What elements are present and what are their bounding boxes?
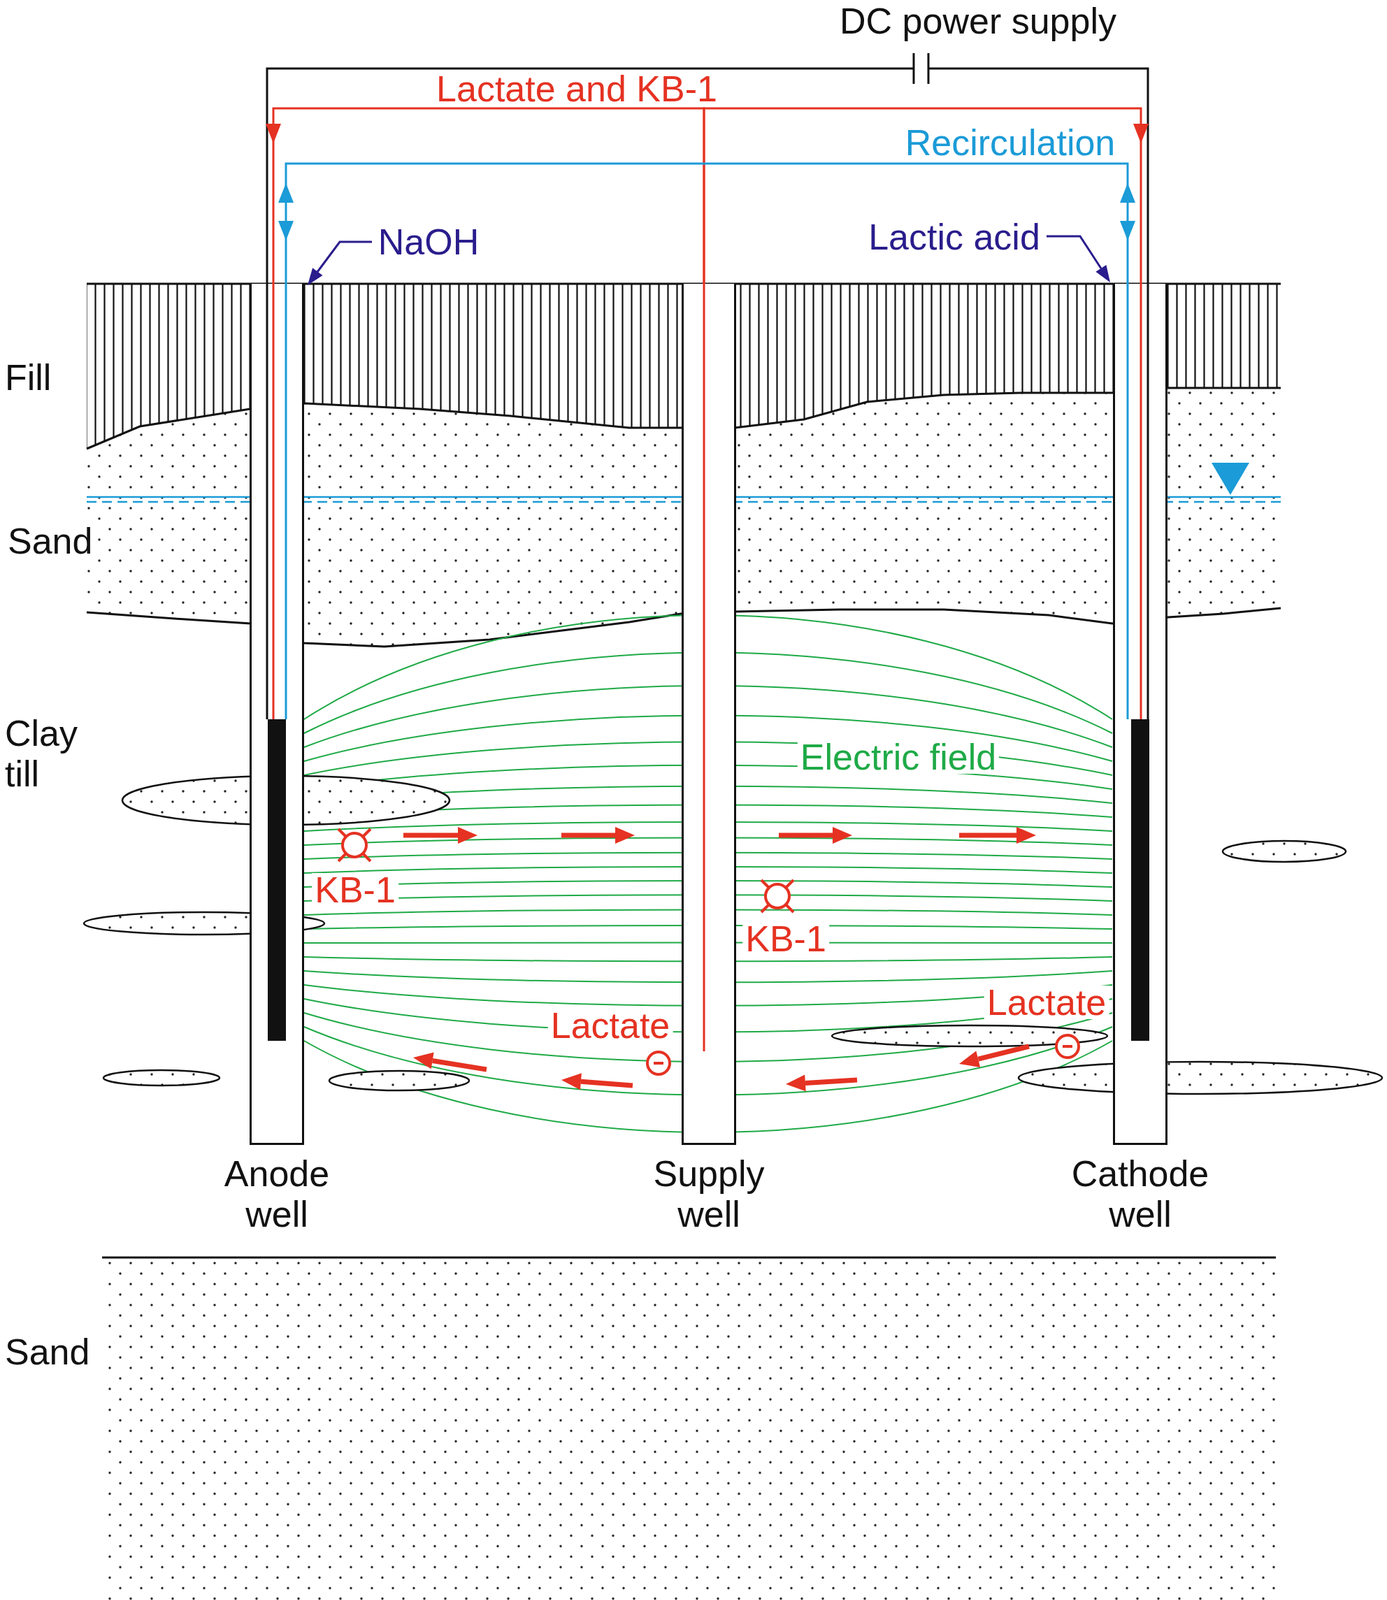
- migration-arrow-shaft: [432, 1061, 487, 1071]
- sand-lens: [1018, 1061, 1383, 1095]
- kb1-symbol: [338, 829, 371, 862]
- well-label: Cathode well: [1070, 1153, 1211, 1235]
- arrowhead: [1133, 123, 1149, 144]
- anode-electrode: [267, 719, 286, 1041]
- layer-label: Sand: [4, 524, 96, 558]
- migration-arrow-shaft: [959, 833, 1017, 839]
- recirculation-pipe: [1126, 283, 1130, 720]
- migration-arrow-head: [1016, 827, 1037, 844]
- recirculation-line: [278, 163, 1136, 284]
- bacteria-label: KB-1: [311, 873, 399, 907]
- migration-arrow-head: [832, 827, 853, 844]
- well-interior: [681, 283, 737, 1146]
- kb1-symbol: [761, 880, 794, 913]
- recirculation-line-path: [285, 163, 1128, 284]
- supply-line: [265, 108, 704, 284]
- well-interior: [1112, 283, 1168, 1146]
- water-table-symbol: [1211, 462, 1250, 495]
- clay-sand-boundary: [102, 1256, 1276, 1260]
- ion-label: Lactate: [548, 1008, 674, 1043]
- migration-arrow-head: [615, 827, 635, 844]
- power-wire: [266, 283, 269, 720]
- well-label: Supply well: [638, 1153, 779, 1235]
- migration-arrow-shaft: [978, 1046, 1030, 1060]
- migration-arrows: [403, 827, 1037, 1092]
- migration-arrow-shaft: [778, 833, 833, 839]
- naoh-leader: [307, 241, 372, 286]
- migration-arrow-head: [413, 1052, 435, 1070]
- ion-label: Lactate: [984, 985, 1110, 1020]
- recirculation-pipe: [285, 283, 288, 720]
- sand-lens: [103, 1070, 220, 1086]
- connector-label: Recirculation: [905, 125, 1116, 160]
- well-casing: [1112, 283, 1168, 1146]
- migration-arrow-shaft: [561, 833, 616, 839]
- arrowhead: [1119, 183, 1136, 203]
- capacitor-symbol: [913, 53, 929, 84]
- supply-line: [703, 108, 1149, 284]
- sand-lens: [329, 1071, 470, 1091]
- well-interior: [249, 283, 305, 1146]
- lactate-ion-symbol: [1056, 1035, 1079, 1058]
- well: Supply well: [638, 283, 779, 1235]
- arrowhead: [278, 183, 294, 203]
- migration-arrow-head: [457, 827, 478, 844]
- supply-line-path: [273, 108, 704, 284]
- connector-label: Lactate and KB-1: [436, 72, 718, 106]
- cathode-electrode: [1131, 719, 1150, 1041]
- connector-label: DC power supply: [839, 4, 1117, 38]
- well-casing: [681, 283, 737, 1146]
- arrowhead: [278, 220, 294, 241]
- well-label: Anode well: [206, 1153, 347, 1235]
- power-wire: [1147, 283, 1150, 720]
- migration-arrow-head: [959, 1051, 981, 1068]
- well-casing: [249, 283, 305, 1146]
- arrowhead: [265, 123, 282, 144]
- migration-arrow-head: [561, 1073, 582, 1090]
- bottom-sand-layer: [102, 1257, 1276, 1600]
- power-wire-path: [267, 68, 1148, 284]
- layer-label: Clay till: [4, 713, 96, 795]
- migration-arrow-shaft: [805, 1080, 858, 1083]
- migration-arrow-shaft: [580, 1081, 633, 1086]
- power-wire: [267, 53, 1148, 284]
- well: Anode well: [206, 283, 347, 1235]
- migration-arrow-head: [785, 1074, 807, 1092]
- chemical-label: Lactic acid: [868, 220, 1041, 254]
- chemical-label: NaOH: [378, 225, 479, 259]
- supply-pipe: [272, 283, 275, 720]
- layer-label: Fill: [4, 360, 52, 395]
- sand-lens: [1222, 841, 1346, 862]
- lactic-acid-leader: [1046, 236, 1111, 283]
- migration-arrow-shaft: [403, 833, 458, 839]
- arrowhead: [1119, 220, 1136, 241]
- field-label: Electric field: [797, 740, 1000, 774]
- layer-label: Sand: [4, 1335, 90, 1369]
- well: Cathode well: [1070, 283, 1211, 1235]
- supply-line-path: [703, 108, 1141, 284]
- supply-pipe: [703, 283, 706, 1052]
- bacteria-label: KB-1: [742, 922, 830, 956]
- lactate-ion-symbol: [647, 1052, 670, 1075]
- supply-pipe: [1140, 283, 1143, 720]
